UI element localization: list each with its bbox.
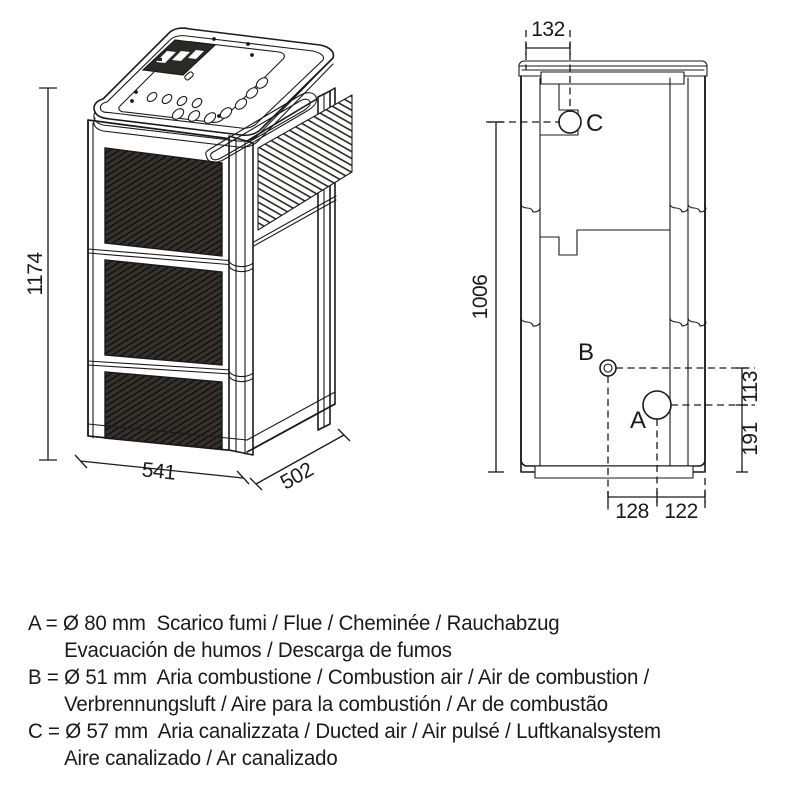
legend-line-b1: B = Ø 51 mm Aria combustione / Combustio… xyxy=(28,665,650,689)
hole-C: C xyxy=(558,110,603,137)
dimension-label-128: 128 xyxy=(615,500,649,523)
dimension-label-502: 502 xyxy=(277,458,317,494)
stove-body xyxy=(86,27,353,480)
dimension-width-541: 541 xyxy=(74,454,250,485)
isometric-view: 1174 xyxy=(24,27,353,495)
stove-top xyxy=(93,27,335,163)
dimension-height-1174: 1174 xyxy=(24,87,57,461)
top-handle xyxy=(205,92,318,163)
legend-line-c1: C = Ø 57 mm Aria canalizzata / Ducted ai… xyxy=(28,719,661,743)
legend-line-c2: Aire canalizado / Ar canalizado xyxy=(64,746,338,770)
hole-label-A: A xyxy=(630,407,646,434)
legend-line-b2: Verbrennungsluft / Aire para la combusti… xyxy=(64,692,608,716)
dimension-label-122: 122 xyxy=(664,500,698,523)
hole-label-C: C xyxy=(586,110,603,137)
corner-column xyxy=(228,135,254,456)
dimension-132: 132 xyxy=(525,18,571,112)
panel-buttons[interactable] xyxy=(145,71,269,125)
rear-view: C B A 132 1006 xyxy=(469,18,762,523)
legend-line-a2: Evacuación de humos / Descarga de fumos xyxy=(64,638,452,662)
top-cap xyxy=(518,60,708,85)
dimension-label-132: 132 xyxy=(531,18,565,41)
dimension-label-113: 113 xyxy=(739,371,762,403)
dimension-label-1174: 1174 xyxy=(24,252,47,296)
dimension-113-191: 113 191 xyxy=(616,367,762,473)
dimension-label-1006: 1006 xyxy=(469,275,492,320)
dimension-1006: 1006 xyxy=(469,121,560,473)
hole-label-B: B xyxy=(578,339,594,366)
legend-line-a1: A = Ø 80 mm Scarico fumi / Flue / Chemin… xyxy=(28,611,560,635)
legend-block: A = Ø 80 mm Scarico fumi / Flue / Chemin… xyxy=(28,610,788,772)
base-plinth xyxy=(534,465,694,479)
dimension-label-541: 541 xyxy=(141,458,177,484)
control-panel xyxy=(118,37,285,125)
c-recess-profile xyxy=(539,83,579,136)
middle-ledge xyxy=(539,229,671,256)
dimension-128-122: 128 122 xyxy=(607,376,706,523)
dimension-label-191: 191 xyxy=(739,422,762,456)
